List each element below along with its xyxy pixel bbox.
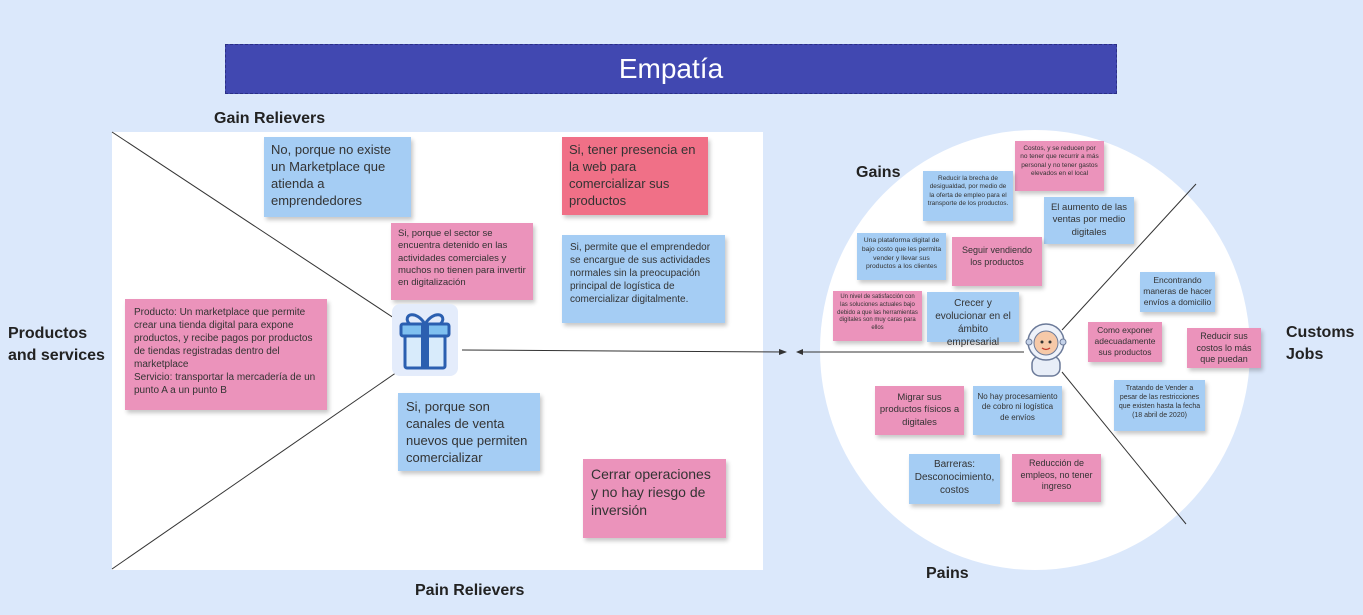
job-note-expose[interactable]: Como exponer adecuadamente sus productos <box>1088 322 1162 362</box>
gain-note-keep-selling[interactable]: Seguir vendiendo los productos <box>952 237 1042 286</box>
page-title: Empatía <box>618 53 724 84</box>
gift-icon <box>392 304 458 376</box>
gain-note-grow[interactable]: Crecer y evolucionar en el ámbito empres… <box>927 292 1019 348</box>
gain-reliever-note-3[interactable]: Si, porque el sector se encuentra deteni… <box>391 223 533 300</box>
products-label-line1: Productos <box>8 325 88 342</box>
service-note-line: Servicio: transportar la mercadería de u… <box>134 372 316 396</box>
connector-arrow-tip <box>796 349 803 355</box>
profile-upper-divider <box>1061 183 1197 331</box>
gain-note-inequality[interactable]: Reducir la brecha de desigualdad, por me… <box>923 171 1013 221</box>
gain-reliever-note-1[interactable]: No, porque no existe un Marketplace que … <box>264 137 411 217</box>
product-service-note[interactable]: Producto: Un marketplace que permite cre… <box>125 299 327 410</box>
gain-note-costs[interactable]: Costos, y se reducen por no tener que re… <box>1015 141 1104 191</box>
customs-jobs-label: Customs Jobs <box>1286 322 1354 366</box>
astronaut-icon <box>1023 320 1069 378</box>
gain-relievers-label: Gain Relievers <box>214 110 326 127</box>
title-banner: Empatía <box>225 44 1117 94</box>
product-note-line: Producto: Un marketplace que permite cre… <box>134 307 313 370</box>
pain-relievers-label: Pain Relievers <box>415 582 525 599</box>
pain-reliever-note-2[interactable]: Cerrar operaciones y no hay riesgo de in… <box>583 459 726 538</box>
pain-note-barriers[interactable]: Barreras: Desconocimiento, costos <box>909 454 1000 504</box>
pain-note-jobs[interactable]: Reducción de empleos, no tener ingreso <box>1012 454 1101 502</box>
top-divider-line <box>111 131 401 323</box>
job-note-reduce-costs[interactable]: Reducir sus costos lo más que puedan <box>1187 328 1261 368</box>
job-note-restrictions[interactable]: Tratando de Vender a pesar de las restri… <box>1114 380 1205 431</box>
products-label: Productos and services <box>8 323 105 367</box>
gain-note-satisfaction[interactable]: Un nivel de satisfacción con las solucio… <box>833 291 922 341</box>
pain-reliever-note-1[interactable]: Si, porque son canales de venta nuevos q… <box>398 393 540 471</box>
bottom-divider-line <box>111 369 401 570</box>
gain-note-platform[interactable]: Una plataforma digital de bajo costo que… <box>857 233 946 280</box>
gain-reliever-note-2[interactable]: Si, tener presencia en la web para comer… <box>562 137 708 215</box>
gains-label: Gains <box>856 164 901 181</box>
pain-note-migrate[interactable]: Migrar sus productos físicos a digitales <box>875 386 964 435</box>
customs-jobs-label-line2: Jobs <box>1286 346 1324 363</box>
customs-jobs-label-line1: Customs <box>1286 324 1355 341</box>
job-note-delivery[interactable]: Encontrando maneras de hacer envíos a do… <box>1140 272 1215 312</box>
pain-note-processing[interactable]: No hay procesamiento de cobro ni logísti… <box>973 386 1062 435</box>
gain-reliever-note-4[interactable]: Si, permite que el emprendedor se encarg… <box>562 235 725 323</box>
products-label-line2: and services <box>8 347 105 364</box>
connector-arrow <box>461 348 787 355</box>
profile-lower-divider <box>1061 371 1187 525</box>
pains-label: Pains <box>926 565 969 582</box>
gain-note-sales[interactable]: El aumento de las ventas por medio digit… <box>1044 197 1134 244</box>
